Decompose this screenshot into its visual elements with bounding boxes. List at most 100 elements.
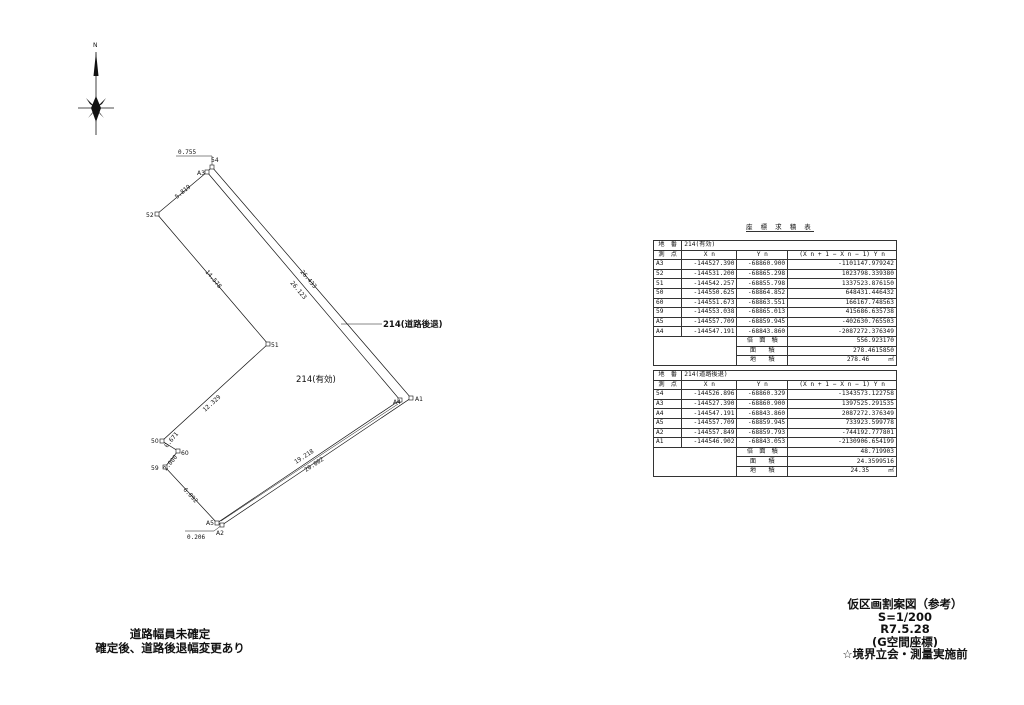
table-cell-y: -68860.900 <box>736 398 789 410</box>
table-cell-y: -68860.900 <box>736 259 789 270</box>
boundary-marker <box>397 397 403 403</box>
table-cell-point: 54 <box>652 389 683 400</box>
point-label-52: 52 <box>146 212 154 219</box>
dim-label: 26.123 <box>288 280 308 301</box>
table-cell-formula: 1023798.339380 <box>787 268 897 280</box>
table-title: 座 標 求 積 表 <box>746 223 814 232</box>
table-cell-point: A1 <box>652 437 683 448</box>
table-sum-label: 倍 面 積 <box>736 335 789 347</box>
table-cell-x: -144557.849 <box>681 427 738 439</box>
table-cell-formula: -1343573.122758 <box>787 389 897 400</box>
table-cell-formula: 2087272.376349 <box>787 408 897 419</box>
table-cell-y: -68865.013 <box>736 307 789 318</box>
dim-label: 0.671 <box>163 431 180 450</box>
table-header-chiban-value: 214(道路後退) <box>681 370 897 381</box>
table-cell-point: A5 <box>652 316 683 328</box>
dim-label: 26.433 <box>298 269 318 290</box>
table-cell-y: -68859.793 <box>736 427 789 439</box>
table-row: A3-144527.390-68860.900-1101147.979242 <box>652 259 897 270</box>
point-label-51: 51 <box>271 342 279 349</box>
table-row: A4-144547.191-68843.860-2087272.376349 <box>652 326 897 337</box>
table-cell-formula: 648431.446432 <box>787 287 897 299</box>
table-col-formula: (X n + 1 − X n − 1) Y n <box>787 249 897 261</box>
dim-label: 5.819 <box>174 183 193 200</box>
table-row: A1-144546.902-68843.053-2130906.654199 <box>652 437 897 448</box>
table-cell-x: -144550.625 <box>681 287 738 299</box>
table-sum-label: 倍 面 積 <box>736 446 789 458</box>
table-cell-x: -144546.902 <box>681 437 738 448</box>
table-cell-y: -68859.945 <box>736 316 789 328</box>
table-cell-x: -144557.709 <box>681 316 738 328</box>
table-cell-point: 60 <box>652 297 683 309</box>
table-cell-formula: -2087272.376349 <box>787 326 897 337</box>
boundary-marker <box>154 211 160 217</box>
table-header-chiban-value: 214(有効) <box>681 240 897 251</box>
note-line: R7.5.28 <box>880 622 930 636</box>
table-header-chiban: 地 番 <box>652 240 683 251</box>
table-cell-x: -144531.200 <box>681 268 738 280</box>
table-cell-x: -144547.191 <box>681 326 738 337</box>
table-cell-point: 50 <box>652 287 683 299</box>
dim-label: 2.000 <box>162 454 179 473</box>
dim-label: 0.206 <box>187 534 205 541</box>
table-cell-formula: -402630.765503 <box>787 316 897 328</box>
note-line: (G空間座標) <box>872 634 938 649</box>
dim-label: 14.578 <box>203 269 223 290</box>
table-row: 54-144526.896-68860.329-1343573.122758 <box>652 389 897 400</box>
table-cell-x: -144527.390 <box>681 398 738 410</box>
note-line: 仮区画割案図（参考） <box>847 597 963 611</box>
point-label-54: 54 <box>211 157 219 164</box>
note-line: 道路幅員未確定 <box>129 627 211 641</box>
area-label-effective: 214(有効) <box>296 374 336 385</box>
table-cell-y: -68843.053 <box>736 437 789 448</box>
boundary-marker <box>214 520 220 526</box>
point-label-a3: A3 <box>197 170 205 177</box>
dim-label: 0.755 <box>178 149 196 156</box>
dim-label: 12.329 <box>202 394 223 414</box>
table-cell-x: -144553.038 <box>681 307 738 318</box>
table-area-label: 面 積 <box>736 456 789 467</box>
table-cell-formula: 1397525.291535 <box>787 398 897 410</box>
table-cell-formula: -2130906.654199 <box>787 437 897 448</box>
table-cell-x: -144557.709 <box>681 417 738 429</box>
table-cell-x: -144527.390 <box>681 259 738 270</box>
table-land-label: 地 積 <box>736 355 789 366</box>
boundary-marker <box>159 438 165 444</box>
note-line: S=1/200 <box>877 609 933 624</box>
table-cell-y: -68865.298 <box>736 268 789 280</box>
table-cell-point: 59 <box>652 307 683 318</box>
table-cell-x: -144542.257 <box>681 278 738 289</box>
table-cell-y: -68859.945 <box>736 417 789 429</box>
table-cell-point: A2 <box>652 427 683 439</box>
table-row: A5-144557.709-68859.945-402630.765503 <box>652 316 897 328</box>
boundary-marker <box>219 522 225 528</box>
table-sum-value: 48.719903 <box>787 446 897 458</box>
table-land-value: 24.35 ㎡ <box>787 465 897 477</box>
point-label-a4: A4 <box>393 399 401 406</box>
table-area-value: 278.4615850 <box>787 345 897 357</box>
table-cell-y: -68860.329 <box>736 389 789 400</box>
table-cell-x: -144551.673 <box>681 297 738 309</box>
boundary-marker <box>265 341 271 347</box>
table-cell-formula: -744192.777801 <box>787 427 897 439</box>
table-cell-formula: -1101147.979242 <box>787 259 897 270</box>
table-header-sokuten: 測 点 <box>652 379 683 391</box>
table-cell-point: A3 <box>652 259 683 270</box>
table-cell-y: -68864.852 <box>736 287 789 299</box>
table-cell-x: -144526.896 <box>681 389 738 400</box>
boundary-marker <box>204 169 210 175</box>
table-cell-y: -68843.860 <box>736 326 789 337</box>
table-cell-point: 52 <box>652 268 683 280</box>
table-cell-point: A4 <box>652 408 683 419</box>
point-label-a5: A5 <box>206 520 214 527</box>
note-line: ☆境界立会・測量実施前 <box>842 647 968 661</box>
boundary-marker <box>175 448 181 454</box>
table-cell-point: A3 <box>652 398 683 410</box>
table-col-formula: (X n + 1 − X n − 1) Y n <box>787 379 897 391</box>
point-label-50: 50 <box>151 438 159 445</box>
boundary-marker <box>408 395 414 401</box>
table-cell-y: -68855.798 <box>736 278 789 289</box>
